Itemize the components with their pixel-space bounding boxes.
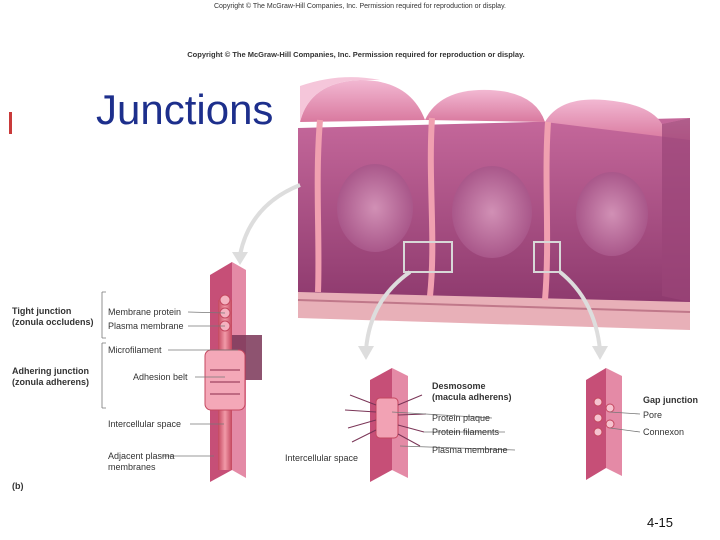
red-accent-mark — [9, 112, 12, 134]
label-macula-adherens: (macula adherens) — [432, 392, 512, 402]
label-desmosome: Desmosome — [432, 381, 486, 391]
label-tight-junction: Tight junction — [12, 306, 72, 316]
copyright-notice-figure: Copyright © The McGraw-Hill Companies, I… — [187, 50, 525, 59]
slide-number: 4-15 — [647, 515, 674, 530]
cell-top-2 — [425, 89, 545, 122]
arrow-heads — [232, 252, 608, 360]
label-zonula-adherens: (zonula adherens) — [12, 377, 90, 387]
label-adhesion-belt: Adhesion belt — [133, 372, 188, 382]
label-membranes: membranes — [108, 462, 156, 472]
leader-lines — [101, 291, 641, 457]
label-plasma-membrane: Plasma membrane — [108, 321, 184, 331]
desmosome-detail — [344, 368, 427, 482]
label-gap-junction: Gap junction — [643, 395, 698, 405]
label-intercellular-space-mid: Intercellular space — [285, 453, 359, 463]
label-panel-b: (b) — [12, 481, 24, 491]
copyright-notice-top: Copyright © The McGraw-Hill Companies, I… — [213, 3, 506, 10]
nucleus-2 — [452, 166, 532, 258]
label-zonula-occludens: (zonula occludens) — [12, 317, 94, 327]
tight-junction-detail — [204, 262, 262, 482]
nucleus-1 — [337, 164, 413, 252]
label-membrane-protein: Membrane protein — [108, 307, 182, 317]
label-adhering-junction: Adhering junction — [12, 366, 89, 376]
slide-title: Junctions — [96, 86, 274, 133]
label-adjacent-plasma: Adjacent plasma — [108, 451, 175, 461]
nucleus-3 — [576, 172, 648, 256]
label-protein-filaments: Protein filaments — [432, 427, 500, 437]
gap-junction-detail — [586, 368, 622, 480]
label-plasma-membrane-mid: Plasma membrane — [432, 445, 508, 455]
cell-top-3 — [545, 99, 690, 140]
epithelium-block — [297, 77, 691, 330]
label-intercellular-space-left: Intercellular space — [108, 419, 182, 429]
label-connexon: Connexon — [643, 427, 685, 437]
label-protein-plaque: Protein plaque — [432, 413, 491, 423]
callout-arrows — [238, 183, 602, 351]
cell-top-1 — [300, 80, 425, 122]
label-pore: Pore — [643, 410, 663, 420]
label-microfilament: Microfilament — [108, 345, 162, 355]
